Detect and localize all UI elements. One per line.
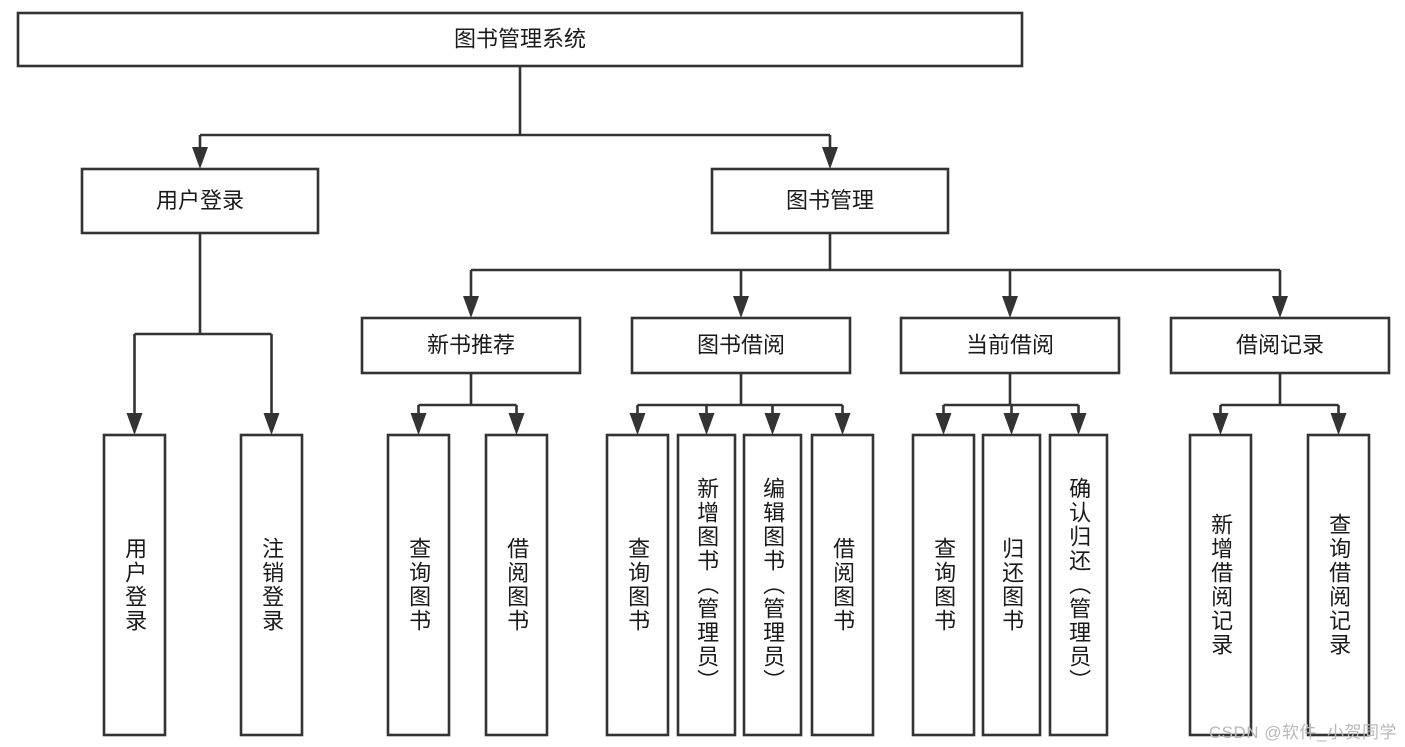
arrow-head-icon: [1330, 413, 1347, 435]
arrow-head-icon: [1272, 296, 1288, 318]
node-leaf-query-book-rec[interactable]: [386, 433, 451, 737]
node-leaf-confirm-return[interactable]: [1048, 433, 1109, 737]
node-root-root[interactable]: [16, 11, 1024, 68]
arrow-head-icon: [410, 413, 427, 435]
node-label-leaf-query-book-borrow: 查询图书: [625, 537, 651, 633]
arrow-head-icon: [1002, 296, 1018, 318]
node-label-leaf-user-login: 用户登录: [122, 537, 148, 633]
arrow-head-icon: [629, 413, 646, 435]
node-label-current-borrow: 当前借阅: [966, 332, 1054, 357]
node-leaf-add-record[interactable]: [1188, 433, 1253, 737]
arrow-head-icon: [698, 413, 715, 435]
node-label-leaf-borrow-book: 借阅图书: [830, 537, 856, 633]
arrow-head-icon: [126, 413, 143, 435]
node-label-user-login: 用户登录: [156, 188, 244, 213]
boxes-layer: [16, 11, 1391, 737]
node-leaf-query-book-borrow[interactable]: [605, 433, 670, 737]
node-user-login[interactable]: [80, 167, 320, 235]
node-label-leaf-borrow-book-rec: 借阅图书: [504, 537, 530, 633]
node-leaf-logout[interactable]: [239, 433, 304, 737]
node-leaf-borrow-book[interactable]: [810, 433, 875, 737]
node-book-borrow[interactable]: [630, 316, 852, 375]
node-book-manage[interactable]: [710, 167, 950, 235]
node-label-leaf-add-record: 新增借阅记录: [1208, 513, 1234, 657]
node-label-leaf-logout: 注销登录: [259, 537, 285, 633]
arrow-head-icon: [822, 147, 838, 169]
node-leaf-add-book[interactable]: [676, 433, 737, 737]
node-label-borrow-record: 借阅记录: [1236, 332, 1324, 357]
node-label-leaf-add-book: 新增图书（管理员）: [694, 477, 720, 693]
watermark: CSDN @软件_小贺同学: [1208, 723, 1397, 742]
arrow-head-icon: [834, 413, 851, 435]
arrow-head-icon: [463, 296, 479, 318]
node-label-book-borrow: 图书借阅: [697, 332, 785, 357]
arrow-head-icon: [508, 413, 525, 435]
arrow-head-icon: [935, 413, 952, 435]
node-label-leaf-confirm-return: 确认归还（管理员）: [1066, 477, 1092, 693]
node-label-leaf-query-book-rec: 查询图书: [406, 537, 432, 633]
node-label-leaf-query-book-cur: 查询图书: [931, 537, 957, 633]
node-label-leaf-edit-book: 编辑图书（管理员）: [760, 477, 786, 693]
arrow-head-icon: [1070, 413, 1087, 435]
node-leaf-user-login[interactable]: [102, 433, 167, 737]
connectors-layer: [126, 66, 1347, 435]
node-leaf-query-book-cur[interactable]: [911, 433, 976, 737]
arrow-head-icon: [764, 413, 781, 435]
arrow-head-icon: [733, 296, 749, 318]
node-borrow-record[interactable]: [1169, 316, 1391, 375]
node-new-book-recommend[interactable]: [360, 316, 582, 375]
node-label-new-book-recommend: 新书推荐: [427, 332, 515, 357]
node-current-borrow[interactable]: [899, 316, 1121, 375]
node-leaf-edit-book[interactable]: [742, 433, 803, 737]
arrow-head-icon: [1212, 413, 1229, 435]
node-leaf-return-book[interactable]: [981, 433, 1042, 737]
arrow-head-icon: [263, 413, 280, 435]
node-label-root: 图书管理系统: [454, 26, 586, 51]
node-label-book-manage: 图书管理: [786, 188, 874, 213]
node-label-leaf-return-book: 归还图书: [999, 537, 1025, 633]
node-leaf-query-record[interactable]: [1306, 433, 1371, 737]
arrow-head-icon: [192, 147, 208, 169]
node-leaf-borrow-book-rec[interactable]: [484, 433, 549, 737]
arrow-head-icon: [1003, 413, 1020, 435]
node-label-leaf-query-record: 查询借阅记录: [1326, 513, 1352, 657]
